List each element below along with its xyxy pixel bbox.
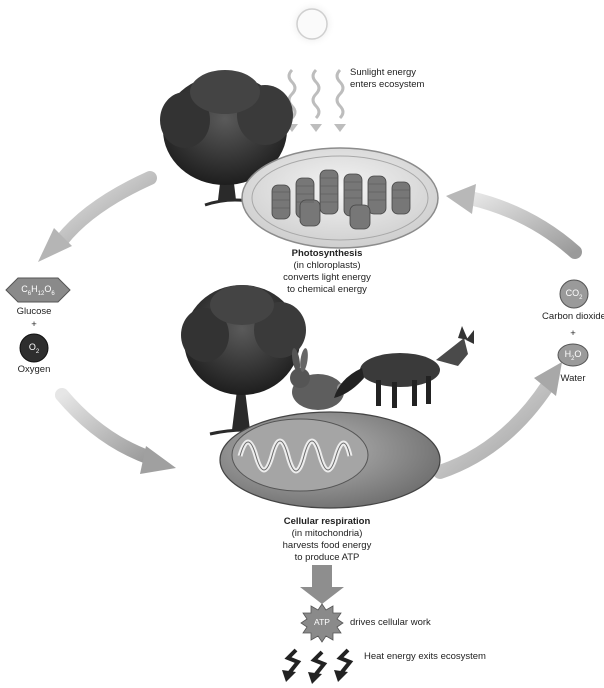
right-plus: + — [570, 328, 576, 339]
left-plus: + — [31, 319, 37, 330]
photosynthesis-label: Photosynthesis (in chloroplasts) convert… — [262, 248, 392, 296]
sunlight-line1: Sunlight energy — [350, 67, 417, 78]
cycle-arrow-top-right — [446, 184, 582, 259]
glucose-hexagon-icon — [5, 277, 71, 303]
sunlight-label: Sunlight energy enters ecosystem — [350, 67, 424, 91]
sunlight-line2: enters ecosystem — [350, 79, 425, 90]
cycle-arrow-bottom-left — [55, 388, 176, 474]
chloroplast-icon — [241, 147, 439, 249]
heat-arrows — [282, 648, 354, 684]
h2o-oval-icon — [557, 343, 589, 367]
glucose-formula: C6H12O6 — [21, 284, 55, 297]
co2-circle-icon — [559, 279, 589, 309]
photosynthesis-line1: (in chloroplasts) — [293, 260, 361, 271]
atp-badge: ATP — [314, 617, 330, 627]
respiration-label: Cellular respiration (in mitochondria) h… — [262, 516, 392, 564]
respiration-line2: harvests food energy — [282, 540, 372, 551]
sunlight-arrows — [286, 68, 346, 132]
tree-bottom-icon — [181, 285, 306, 436]
tree-top-icon — [160, 70, 293, 207]
oxygen-circle-icon — [19, 333, 49, 363]
oxygen-formula: O2 — [28, 342, 40, 355]
oxygen-label: Oxygen — [17, 364, 51, 375]
h2o-formula: H2O — [564, 349, 582, 362]
photosynthesis-line2: converts light energy — [283, 272, 371, 283]
atp-text: drives cellular work — [350, 617, 431, 628]
glucose-label: Glucose — [16, 306, 52, 317]
atp-starburst-icon — [300, 603, 344, 643]
cycle-arrow-top-left — [38, 171, 157, 262]
respiration-line3: to produce ATP — [294, 552, 360, 563]
cycle-arrow-bottom-right — [433, 362, 562, 479]
photosynthesis-line3: to chemical energy — [287, 284, 367, 295]
carbon-dioxide-label: Carbon dioxide — [542, 311, 604, 322]
mitochondrion-icon — [219, 411, 441, 509]
heat-text: Heat energy exits ecosystem — [364, 651, 486, 662]
co2-formula: CO2 — [565, 288, 583, 301]
atp-down-arrow — [300, 565, 344, 604]
sun-icon — [288, 0, 336, 48]
respiration-line1: (in mitochondria) — [291, 528, 363, 539]
rabbit-icon — [290, 348, 347, 410]
water-label: Water — [560, 373, 586, 384]
fox-icon — [334, 326, 474, 408]
photosynthesis-title: Photosynthesis — [291, 248, 363, 259]
respiration-title: Cellular respiration — [283, 516, 371, 527]
